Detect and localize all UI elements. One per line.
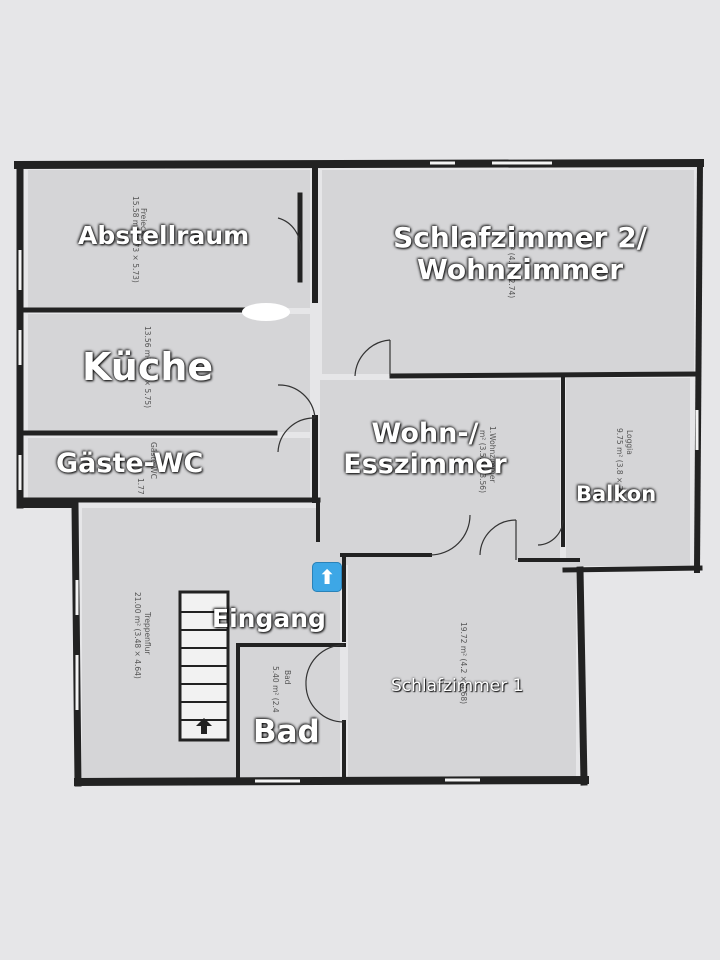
door-wohn-right <box>479 519 517 556</box>
label-abstellraum: Abstellraum <box>78 221 250 250</box>
stair-arrow-icon <box>196 718 212 734</box>
floor-schlafzimmer1 <box>348 560 576 778</box>
label-wohn-line2: Esszimmer <box>343 449 507 481</box>
label-kueche: Küche <box>82 345 214 389</box>
label-schlafzimmer2-line1: Schlafzimmer 2/ <box>393 221 647 254</box>
door-kueche <box>277 384 316 419</box>
label-gaeste-wc: Gäste-WC <box>56 448 204 479</box>
dim-gaeste-wc-area: 1.77 <box>136 478 145 495</box>
floor-bad <box>240 648 340 778</box>
floor-balkon <box>566 378 690 566</box>
label-schlafzimmer2: Schlafzimmer 2/ Wohnzimmer <box>378 221 662 287</box>
label-wohn-line1: Wohn-/ <box>371 418 479 449</box>
label-bad: Bad <box>253 714 320 750</box>
blurred-marker <box>242 303 290 321</box>
up-arrow-icon: ⬆ <box>312 562 342 592</box>
doors <box>277 217 564 723</box>
dim-treppenflur-title: Treppenflur <box>143 612 152 655</box>
floor-gaeste-wc <box>28 438 310 498</box>
door-bad <box>305 644 345 686</box>
floor-abstellraum <box>28 170 310 308</box>
dim-balkon-title: Loggia <box>625 430 634 455</box>
staircase <box>178 590 230 742</box>
door-wohn-left <box>429 514 471 556</box>
door-gaeste-wc <box>277 417 316 453</box>
floor-wohn-esszimmer <box>320 380 560 565</box>
door-balkon <box>537 519 564 546</box>
floor-kueche <box>28 314 310 432</box>
door-abstellraum <box>277 217 301 251</box>
door-schlafzimmer2 <box>354 339 391 377</box>
label-balkon: Balkon <box>576 482 657 506</box>
floor-schlafzimmer2 <box>322 170 694 374</box>
label-schlafzimmer2-line2: Wohnzimmer <box>416 253 624 287</box>
label-wohn-esszimmer: Wohn-/ Esszimmer <box>330 418 520 480</box>
dim-treppenflur-area: 21.00 m² (3.48 × 4.64) <box>133 592 142 679</box>
door-schlafzimmer1 <box>305 684 345 723</box>
label-eingang: Eingang <box>212 604 326 633</box>
walls <box>13 158 705 787</box>
dim-bad-title: Bad <box>283 670 292 685</box>
label-schlafzimmer1: Schlafzimmer 1 <box>391 676 524 696</box>
windows <box>18 161 699 783</box>
dim-bad-area: 5.40 m² (2.4 <box>271 666 280 713</box>
